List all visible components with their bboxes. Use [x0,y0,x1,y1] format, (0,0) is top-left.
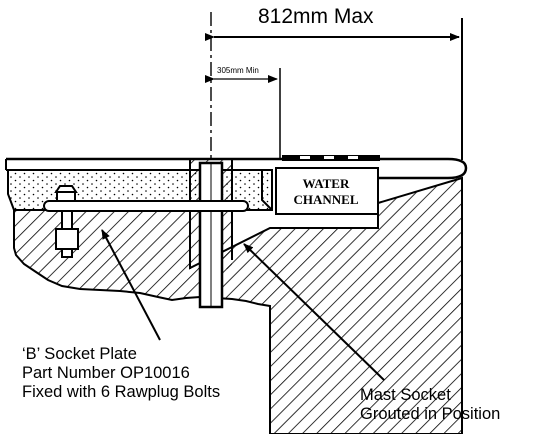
mast-socket-line-1: Mast Socket [360,386,451,404]
dimension-305-label: 305mm Min [217,66,259,75]
mast-socket-label: Mast Socket Grouted in Position [360,386,500,424]
water-channel-box [275,167,379,215]
socket-plate-leader [101,229,161,341]
dimension-812-label: 812mm Max [258,5,374,28]
rawplug-bolt [54,185,79,258]
socket-plate [43,200,249,212]
water-channel-line-2: CHANNEL [293,192,359,207]
socket-plate-line-1: ‘B’ Socket Plate [22,345,137,363]
mast-socket-line-2: Grouted in Position [360,404,501,423]
socket-plate-line-3: Fixed with 6 Rawplug Bolts [22,382,221,401]
water-channel-line-1: WATER [302,176,350,191]
socket-plate-label: ‘B’ Socket Plate Part Number OP10016 Fix… [22,345,220,402]
socket-plate-line-2: Part Number OP10016 [22,363,190,382]
mast-socket-leader [243,243,385,381]
water-channel-label: WATER CHANNEL [276,176,376,208]
